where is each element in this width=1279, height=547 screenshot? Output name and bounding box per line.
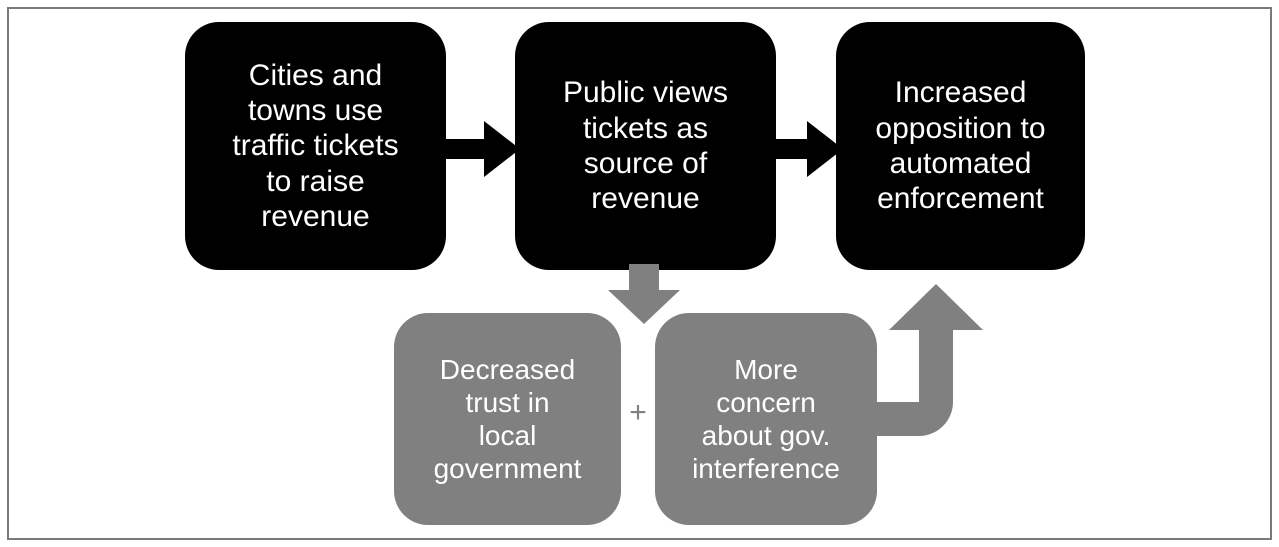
arrow-public-to-increased-icon — [763, 121, 843, 177]
node-public-label: Public views tickets as source of revenu… — [562, 76, 729, 216]
arrow-public-to-gray-row-icon — [608, 264, 680, 324]
node-decreased-trust-in-local-government[interactable]: Decreased trust in local government — [394, 313, 621, 525]
node-cities-and-towns-use-traffic-tickets[interactable]: Cities and towns use traffic tickets to … — [185, 22, 446, 270]
node-increased-opposition-to-automated-enforcement[interactable]: Increased opposition to automated enforc… — [836, 22, 1085, 270]
arrow-cities-to-public-icon — [440, 121, 520, 177]
plus-operator-icon: + — [629, 396, 647, 429]
node-cities-label: Cities and towns use traffic tickets to … — [232, 58, 399, 234]
node-increased-label: Increased opposition to automated enforc… — [875, 76, 1046, 216]
node-concern-label: More concern about gov. interference — [692, 353, 840, 485]
node-trust-label: Decreased trust in local government — [433, 353, 582, 485]
node-more-concern-about-gov-interference[interactable]: More concern about gov. interference — [655, 313, 877, 525]
node-public-views-tickets-as-source-of-revenue[interactable]: Public views tickets as source of revenu… — [515, 22, 776, 270]
arrow-concern-to-increased-icon — [855, 284, 983, 436]
